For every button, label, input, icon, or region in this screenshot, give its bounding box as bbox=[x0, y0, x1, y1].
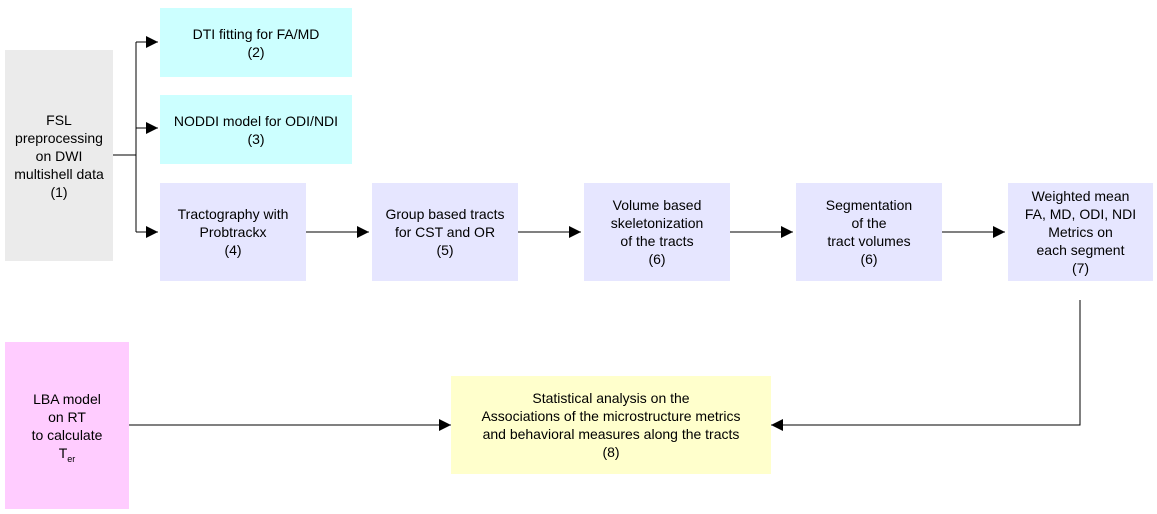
node-1-line-2: preprocessing bbox=[15, 129, 103, 146]
node-6a-line-4: (6) bbox=[648, 251, 666, 267]
node-7-line-2: FA, MD, ODI, NDI bbox=[1024, 206, 1137, 222]
node-1-line-1: FSL bbox=[46, 111, 72, 128]
node-segmentation: Segmentation of the tract volumes (6) bbox=[796, 183, 942, 281]
node-1-line-5: (1) bbox=[50, 183, 68, 200]
node-2-line-1: DTI fitting for FA/MD bbox=[192, 25, 320, 42]
node-6b-line-4: (6) bbox=[860, 251, 878, 267]
node-3-line-1: NODDI model for ODI/NDI bbox=[173, 112, 339, 129]
node-4-line-2: Probtrackx bbox=[199, 224, 267, 240]
node-weighted-mean: Weighted mean FA, MD, ODI, NDI Metrics o… bbox=[1008, 183, 1153, 281]
node-6a-line-3: of the tracts bbox=[620, 233, 694, 249]
node-statistical-analysis: Statistical analysis on the Associations… bbox=[451, 376, 771, 474]
node-4-line-3: (4) bbox=[224, 242, 242, 258]
node-6a-line-1: Volume based bbox=[612, 197, 702, 213]
lba-line-1: LBA model bbox=[33, 390, 101, 407]
node-4-line-1: Tractography with bbox=[177, 206, 289, 222]
node-5-line-1: Group based tracts bbox=[385, 206, 505, 222]
node-6a-line-2: skeletonization bbox=[610, 215, 704, 231]
node-7-line-5: (7) bbox=[1071, 260, 1090, 276]
node-6b-line-1: Segmentation bbox=[825, 197, 913, 213]
node-8-line-4: (8) bbox=[602, 444, 620, 460]
node-noddi-model: NODDI model for ODI/NDI (3) bbox=[160, 95, 352, 164]
lba-ter-sub: er bbox=[67, 453, 76, 464]
node-5-line-3: (5) bbox=[436, 242, 454, 258]
node-1-line-4: multishell data bbox=[14, 165, 104, 182]
node-7-line-1: Weighted mean bbox=[1031, 188, 1130, 204]
node-3-line-2: (3) bbox=[247, 130, 265, 147]
node-5-line-2: for CST and OR bbox=[394, 224, 496, 240]
node-2-line-2: (2) bbox=[247, 43, 265, 60]
node-8-line-3: and behavioral measures along the tracts bbox=[482, 426, 740, 442]
node-tractography: Tractography with Probtrackx (4) bbox=[160, 183, 306, 281]
node-7-line-4: each segment bbox=[1036, 242, 1125, 258]
lba-line-2: on RT bbox=[48, 408, 86, 425]
node-8-line-1: Statistical analysis on the bbox=[532, 390, 690, 406]
node-6b-line-3: tract volumes bbox=[827, 233, 911, 249]
lba-line-3: to calculate bbox=[31, 426, 103, 443]
arrow-7-to-8 bbox=[771, 300, 1081, 431]
node-dti-fitting: DTI fitting for FA/MD (2) bbox=[160, 8, 352, 77]
lba-ter-main: T bbox=[58, 444, 68, 461]
node-fsl-preprocessing: FSL preprocessing on DWI multishell data… bbox=[5, 50, 113, 261]
node-1-line-3: on DWI bbox=[35, 147, 83, 164]
lba-ter: Ter bbox=[58, 444, 76, 464]
node-group-based-tracts: Group based tracts for CST and OR (5) bbox=[372, 183, 518, 281]
node-7-line-3: Metrics on bbox=[1048, 224, 1113, 240]
node-8-line-2: Associations of the microstructure metri… bbox=[481, 408, 741, 424]
node-lba-model: LBA model on RT to calculate Ter bbox=[5, 342, 129, 509]
node-6b-line-2: of the bbox=[851, 215, 887, 231]
node-skeletonization: Volume based skeletonization of the trac… bbox=[584, 183, 730, 281]
